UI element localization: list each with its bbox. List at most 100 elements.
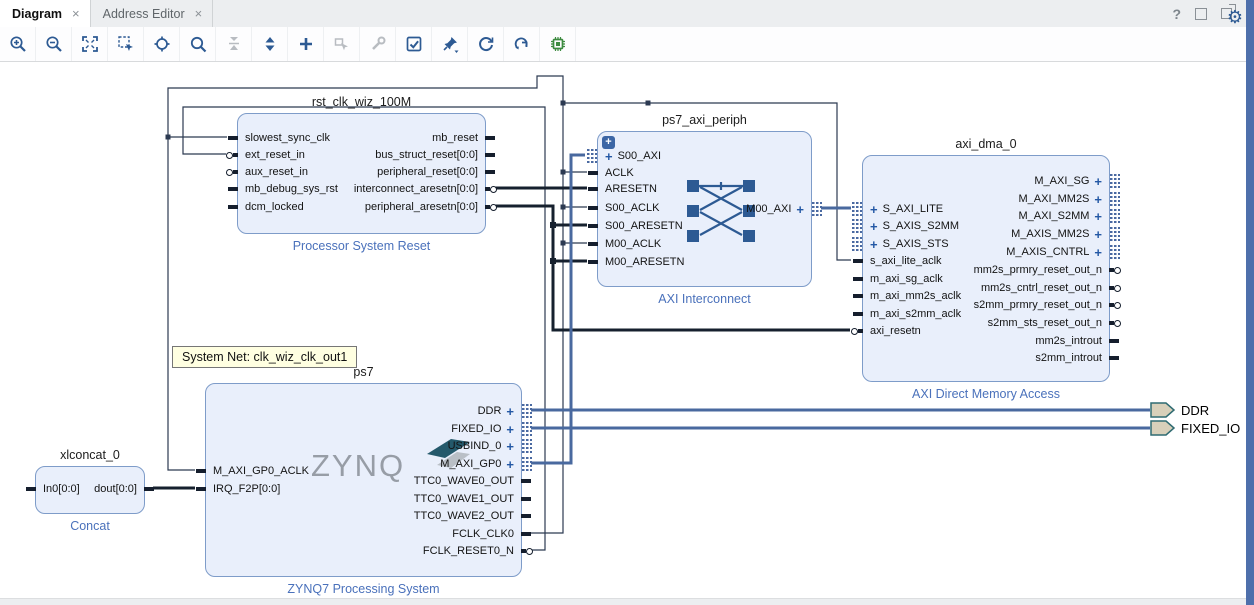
- expand-hierarchy-icon[interactable]: [252, 27, 288, 61]
- port-aux_reset_in[interactable]: aux_reset_in: [245, 165, 308, 179]
- port-ddr[interactable]: DDR+: [478, 404, 514, 418]
- interface-expand-plus-icon[interactable]: +: [870, 236, 878, 252]
- close-icon[interactable]: ×: [72, 6, 80, 21]
- block-expand-plus-icon[interactable]: +: [602, 136, 615, 149]
- processor-chip-icon[interactable]: [540, 27, 576, 61]
- tab-address-editor[interactable]: Address Editor×: [91, 0, 214, 27]
- interface-expand-plus-icon[interactable]: +: [1094, 208, 1102, 224]
- port-m_axi_gp0_aclk[interactable]: M_AXI_GP0_ACLK: [213, 464, 309, 478]
- interface-expand-plus-icon[interactable]: +: [506, 403, 514, 419]
- close-icon[interactable]: ×: [194, 6, 203, 21]
- port-mm2s_prmry_reset_out_n[interactable]: mm2s_prmry_reset_out_n: [974, 263, 1102, 277]
- port-s00_axi[interactable]: +S00_AXI: [605, 149, 661, 163]
- port-dout-0-0[interactable]: dout[0:0]: [94, 482, 137, 496]
- port-peripheral_aresetn-0-0[interactable]: peripheral_aresetn[0:0]: [365, 200, 478, 214]
- port-s00_aclk[interactable]: S00_ACLK: [605, 201, 659, 215]
- port-s_axis_sts[interactable]: +S_AXIS_STS: [870, 237, 949, 251]
- port-ttc0_wave2_out[interactable]: TTC0_WAVE2_OUT: [414, 509, 514, 523]
- port-mb_reset[interactable]: mb_reset: [432, 131, 478, 145]
- port-fclk_clk0[interactable]: FCLK_CLK0: [452, 527, 514, 541]
- port-s_axi_lite_aclk[interactable]: s_axi_lite_aclk: [870, 254, 942, 268]
- port-s2mm_introut[interactable]: s2mm_introut: [1035, 351, 1102, 365]
- validate-design-icon[interactable]: [396, 27, 432, 61]
- interface-expand-plus-icon[interactable]: +: [506, 421, 514, 437]
- port-mm2s_cntrl_reset_out_n[interactable]: mm2s_cntrl_reset_out_n: [981, 281, 1102, 295]
- port-aclk[interactable]: ACLK: [605, 166, 634, 180]
- port-ttc0_wave0_out[interactable]: TTC0_WAVE0_OUT: [414, 474, 514, 488]
- net-bus[interactable]: [531, 153, 585, 465]
- settings-gear-icon[interactable]: ⚙: [1226, 6, 1243, 27]
- port-axi_resetn[interactable]: axi_resetn: [870, 324, 921, 338]
- find-icon[interactable]: [180, 27, 216, 61]
- external-port-ddr[interactable]: DDR: [1150, 402, 1209, 418]
- add-ip-icon[interactable]: [288, 27, 324, 61]
- port-fclk_reset0_n[interactable]: FCLK_RESET0_N: [423, 544, 514, 558]
- port-slowest_sync_clk[interactable]: slowest_sync_clk: [245, 131, 330, 145]
- interface-expand-plus-icon[interactable]: +: [506, 438, 514, 454]
- port-s2mm_sts_reset_out_n[interactable]: s2mm_sts_reset_out_n: [988, 316, 1102, 330]
- external-port-fixed_io[interactable]: FIXED_IO: [1150, 420, 1240, 436]
- maximize-icon[interactable]: [1195, 7, 1207, 20]
- port-s_axis_s2mm[interactable]: +S_AXIS_S2MM: [870, 219, 959, 233]
- port-fixed_io[interactable]: FIXED_IO+: [451, 422, 514, 436]
- zoom-to-selection-icon[interactable]: [108, 27, 144, 61]
- port-m_axi_s2mm[interactable]: M_AXI_S2MM+: [1018, 209, 1102, 223]
- port-m_axi_mm2s[interactable]: M_AXI_MM2S+: [1018, 192, 1102, 206]
- float-icon[interactable]: [1221, 4, 1236, 19]
- port-m_axi_gp0[interactable]: M_AXI_GP0+: [440, 457, 514, 471]
- port-m_axi_s2mm_aclk[interactable]: m_axi_s2mm_aclk: [870, 307, 961, 321]
- port-mb_debug_sys_rst[interactable]: mb_debug_sys_rst: [245, 182, 338, 196]
- port-mm2s_introut[interactable]: mm2s_introut: [1035, 334, 1102, 348]
- zoom-in-icon[interactable]: [0, 27, 36, 61]
- port-s00_aresetn[interactable]: S00_ARESETN: [605, 219, 683, 233]
- net-thin[interactable]: [182, 106, 546, 551]
- rotate-layout-icon[interactable]: [504, 27, 540, 61]
- port-ttc0_wave1_out[interactable]: TTC0_WAVE1_OUT: [414, 492, 514, 506]
- interface-expand-plus-icon[interactable]: +: [1094, 244, 1102, 260]
- interface-expand-plus-icon[interactable]: +: [1094, 191, 1102, 207]
- port-bus_struct_reset-0-0[interactable]: bus_struct_reset[0:0]: [375, 148, 478, 162]
- port-peripheral_reset-0-0[interactable]: peripheral_reset[0:0]: [377, 165, 478, 179]
- port-m00_aresetn[interactable]: M00_ARESETN: [605, 255, 684, 269]
- port-m_axis_mm2s[interactable]: M_AXIS_MM2S+: [1011, 227, 1102, 241]
- tab-diagram[interactable]: Diagram×: [0, 0, 91, 27]
- pin-icon[interactable]: [432, 27, 468, 61]
- regenerate-layout-icon[interactable]: [468, 27, 504, 61]
- help-icon[interactable]: ?: [1172, 5, 1181, 22]
- zoom-out-icon[interactable]: [36, 27, 72, 61]
- port-irq_f2p-0-0[interactable]: IRQ_F2P[0:0]: [213, 482, 280, 496]
- interface-expand-plus-icon[interactable]: +: [870, 218, 878, 234]
- auto-fit-selection-icon[interactable]: [144, 27, 180, 61]
- panel-divider[interactable]: [1246, 0, 1254, 605]
- interface-expand-plus-icon[interactable]: +: [870, 201, 878, 217]
- interface-expand-plus-icon[interactable]: +: [506, 456, 514, 472]
- port-s_axi_lite[interactable]: +S_AXI_LITE: [870, 202, 943, 216]
- port-m_axis_cntrl[interactable]: M_AXIS_CNTRL+: [1006, 245, 1102, 259]
- port-usbind_0[interactable]: USBIND_0+: [448, 439, 514, 453]
- port-aresetn[interactable]: ARESETN: [605, 182, 657, 196]
- port-in0-0-0[interactable]: In0[0:0]: [43, 482, 80, 496]
- port-dcm_locked[interactable]: dcm_locked: [245, 200, 304, 214]
- net-thin[interactable]: [167, 75, 564, 534]
- port-s2mm_prmry_reset_out_n[interactable]: s2mm_prmry_reset_out_n: [974, 298, 1102, 312]
- interface-expand-plus-icon[interactable]: +: [1094, 173, 1102, 189]
- port-m_axi_mm2s_aclk[interactable]: m_axi_mm2s_aclk: [870, 289, 961, 303]
- net-thin[interactable]: [563, 102, 851, 261]
- port-m00_aclk[interactable]: M00_ACLK: [605, 237, 661, 251]
- port-m00_axi[interactable]: M00_AXI+: [746, 202, 804, 216]
- interface-expand-plus-icon[interactable]: +: [796, 201, 804, 217]
- port-m_axi_sg_aclk[interactable]: m_axi_sg_aclk: [870, 272, 943, 286]
- port-m_axi_sg[interactable]: M_AXI_SG+: [1034, 174, 1102, 188]
- zoom-fit-icon[interactable]: [72, 27, 108, 61]
- port-ext_reset_in[interactable]: ext_reset_in: [245, 148, 305, 162]
- interface-expand-plus-icon[interactable]: +: [1094, 226, 1102, 242]
- port-interconnect_aresetn-0-0[interactable]: interconnect_aresetn[0:0]: [354, 182, 478, 196]
- interface-expand-plus-icon[interactable]: +: [605, 148, 613, 164]
- net-thick[interactable]: [495, 204, 850, 332]
